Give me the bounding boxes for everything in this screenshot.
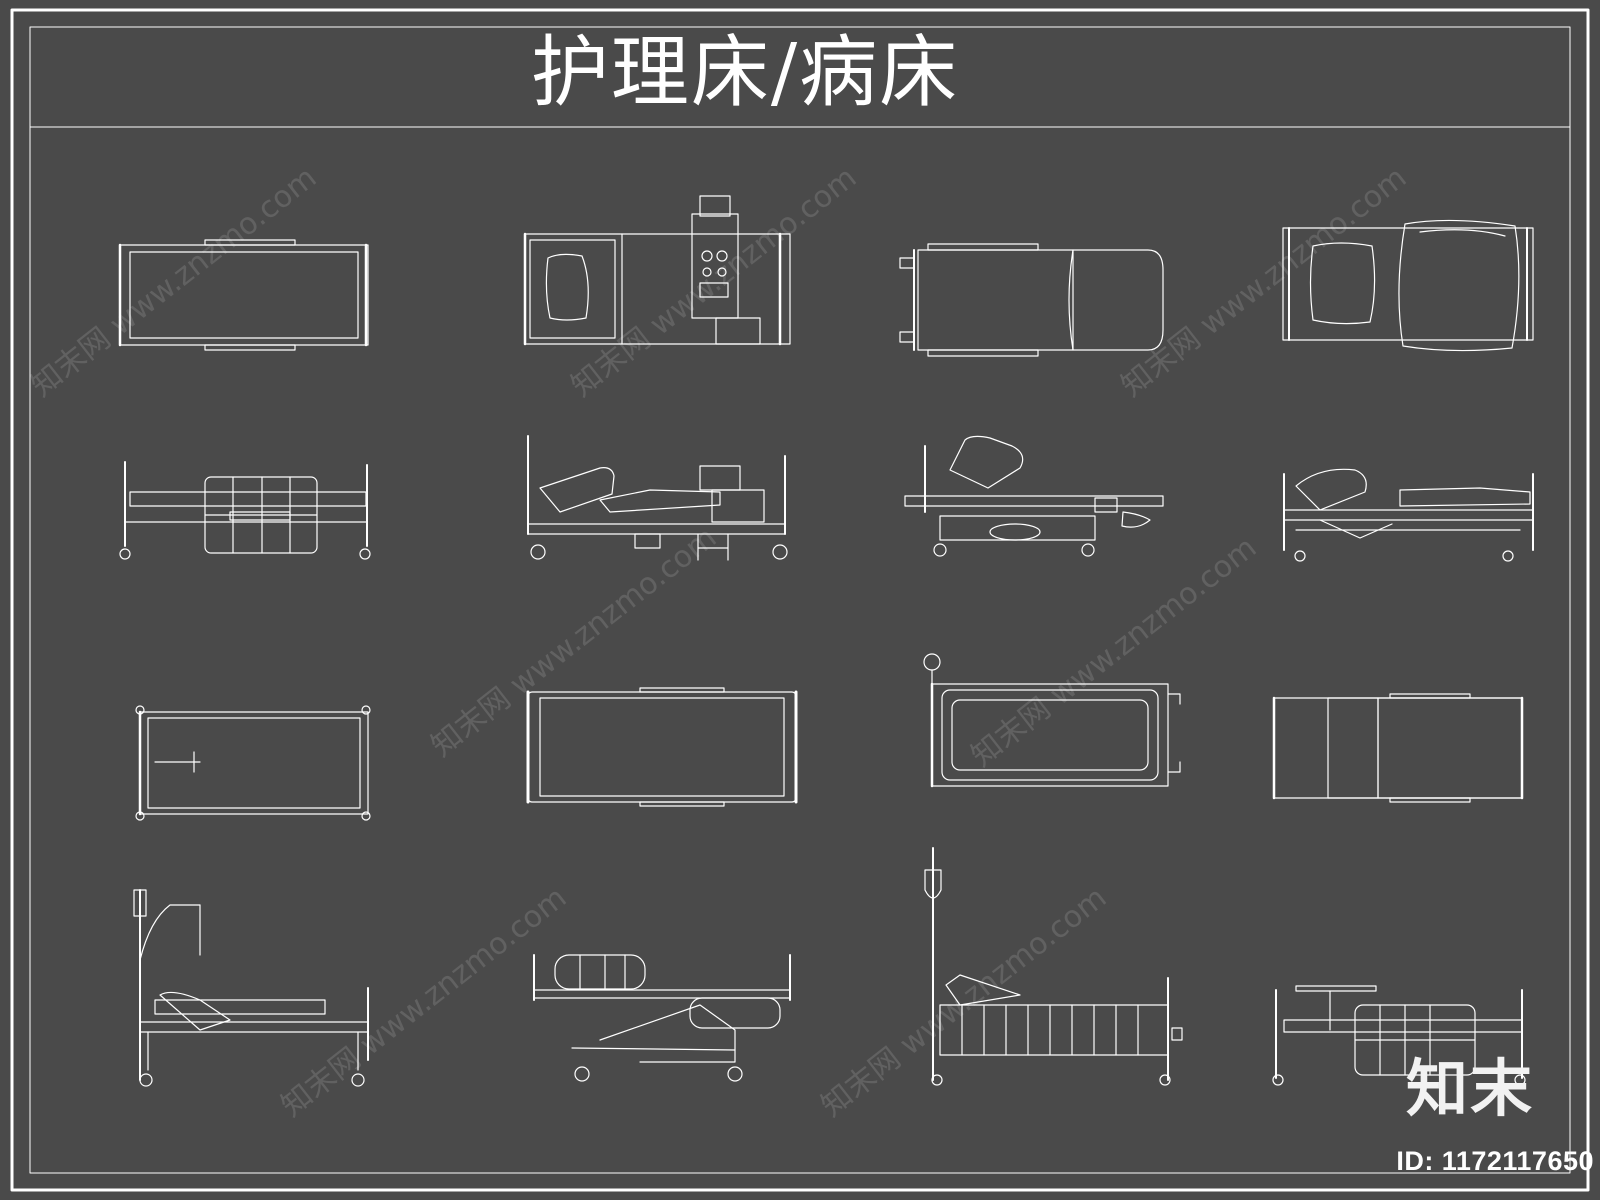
brand-logo: 知末 — [1406, 1052, 1535, 1125]
bed-plan-1 — [118, 239, 369, 351]
bed-plan-5 — [135, 705, 371, 821]
bed-plan-6 — [526, 687, 798, 807]
bed-plan-3 — [899, 243, 1164, 357]
bed-elevation-3 — [904, 435, 1164, 557]
bed-elevation-8 — [1272, 985, 1526, 1086]
bed-elevation-6 — [533, 954, 791, 1082]
bed-plan-4 — [1282, 219, 1534, 352]
bed-plan-8 — [1272, 693, 1524, 803]
bed-elevation-1 — [119, 461, 371, 560]
drawing-title: 护理床/病床 — [530, 28, 960, 118]
bed-elevation-7 — [924, 847, 1183, 1086]
bed-plan-7 — [923, 653, 1181, 788]
image-id-label: ID: 1172117650 — [1396, 1146, 1594, 1176]
inner-frame — [29, 26, 1571, 1174]
bed-elevation-5 — [133, 889, 369, 1087]
bed-elevation-4 — [1283, 468, 1534, 562]
outer-frame — [10, 8, 1590, 1192]
bed-plan-2 — [523, 195, 791, 346]
bed-elevation-2 — [527, 435, 788, 561]
